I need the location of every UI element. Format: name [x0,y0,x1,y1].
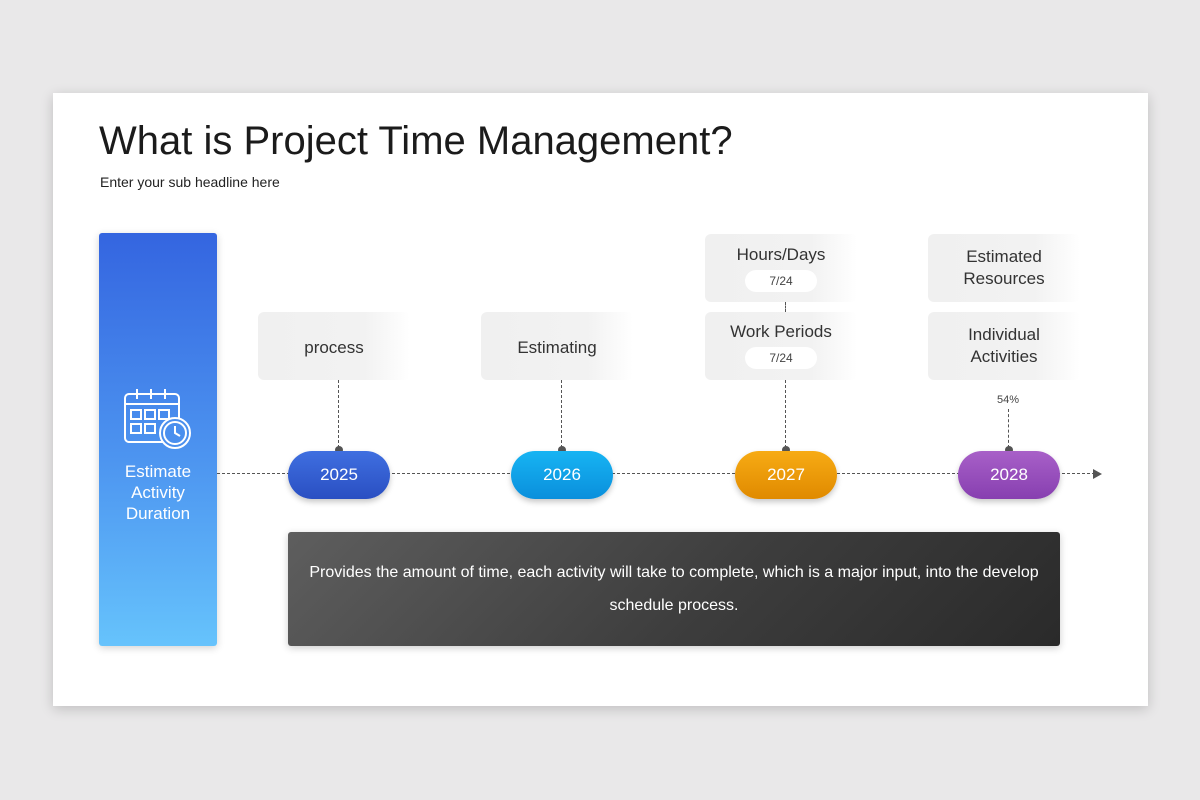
page-title: What is Project Time Management? [99,119,733,163]
calendar-clock-icon [124,389,191,449]
milestone-card-label: Estimating [517,338,597,357]
milestone-card-work-periods: Work Periods 7/24 [705,312,857,380]
milestone-card-estimating: Estimating [481,312,633,380]
milestone-year-2025: 2025 [288,451,390,499]
milestone-card-label: process [304,338,364,357]
milestone-card-estimated-resources: Estimated Resources [928,234,1080,302]
milestone-card-label: Individual Activities [968,325,1040,366]
milestone-year-2027: 2027 [735,451,837,499]
page-subtitle: Enter your sub headline here [100,174,280,190]
milestone-year-2026: 2026 [511,451,613,499]
milestone-card-process: process [258,312,410,380]
milestone-connector [785,302,786,312]
timeline-arrow-icon [1093,468,1102,479]
milestone-connector [561,380,562,448]
side-panel: Estimate Activity Duration [99,233,217,646]
milestone-card-label: Work Periods [730,322,832,341]
milestone-dot [782,446,790,454]
slide: What is Project Time Management? Enter y… [53,93,1148,706]
timeline-axis [217,473,1095,474]
milestone-card-value: 7/24 [745,347,817,369]
milestone-connector [1008,409,1009,448]
milestone-note: 54% [996,394,1020,406]
milestone-year-2028: 2028 [958,451,1060,499]
milestone-card-hours-days: Hours/Days 7/24 [705,234,857,302]
milestone-dot [335,446,343,454]
description-box: Provides the amount of time, each activi… [288,532,1060,646]
description-text: Provides the amount of time, each activi… [309,564,1039,614]
milestone-card-individual-activities: Individual Activities [928,312,1080,380]
side-panel-label: Estimate Activity Duration [124,462,192,523]
milestone-dot [1005,446,1013,454]
milestone-connector [338,380,339,448]
milestone-card-value: 7/24 [745,270,817,292]
milestone-card-label: Hours/Days [736,245,826,264]
milestone-connector [785,380,786,448]
milestone-card-label: Estimated Resources [963,247,1045,288]
milestone-dot [558,446,566,454]
